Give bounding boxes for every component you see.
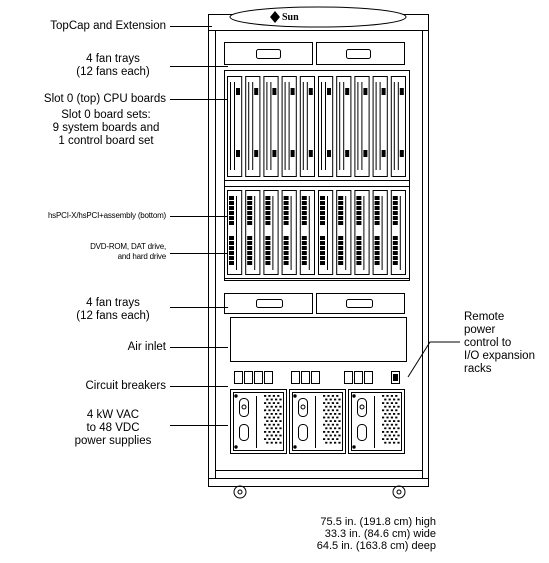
io-board: [281, 190, 297, 275]
air-inlet-panel: [230, 317, 407, 362]
dimensions-label: 75.5 in. (191.8 cm) high 33.3 in. (84.6 …: [316, 516, 436, 552]
caster-left: [233, 485, 247, 499]
top-fan-tray-right: [316, 42, 405, 65]
io-board: [263, 190, 279, 275]
cpu-board-bay: [224, 70, 410, 281]
cpu-board: [354, 76, 370, 177]
io-board: [336, 190, 352, 275]
topcap-oval: [229, 6, 407, 28]
breaker-switch: [244, 371, 253, 384]
svg-text:Sun: Sun: [282, 12, 299, 23]
caster-right: [392, 485, 406, 499]
breaker-switch: [254, 371, 263, 384]
breaker-switch: [301, 371, 310, 384]
breaker-switch: [291, 371, 300, 384]
circuit-breakers-label: Circuit breakers: [85, 380, 166, 392]
breaker-switch: [311, 371, 320, 384]
top-fan-trays-label: 4 fan trays (12 fans each): [76, 53, 150, 78]
remote-power-switch: [391, 371, 400, 384]
top-fan-tray-left: [224, 42, 313, 65]
cpu-board: [245, 76, 261, 177]
io-board: [318, 190, 334, 275]
power-supplies-label: 4 kW VAC to 48 VDC power supplies: [74, 409, 152, 447]
sun-logo-icon: Sun: [270, 11, 299, 23]
breaker-switch: [234, 371, 243, 384]
bottom-fan-tray-right: [316, 293, 405, 314]
cpu-boards-group: [227, 76, 406, 275]
cpu-board: [281, 76, 297, 177]
breaker-switch: [364, 371, 373, 384]
remote-power-label: Remote power control to I/O expansion ra…: [464, 311, 535, 375]
io-board: [227, 190, 243, 275]
topcap-label: TopCap and Extension: [50, 20, 166, 32]
callout-lines: [170, 26, 460, 426]
power-supply-unit: [348, 389, 405, 454]
cpu-board: [318, 76, 334, 177]
cpu-board: [263, 76, 279, 177]
slot0-cpu-label: Slot 0 (top) CPU boards: [43, 93, 166, 105]
cpu-board: [227, 76, 243, 177]
air-inlet-label: Air inlet: [127, 341, 166, 353]
drives-label: DVD-ROM, DAT drive, and hard drive: [90, 242, 166, 261]
power-supply-unit: [289, 389, 346, 454]
breaker-switch: [264, 371, 273, 384]
cpu-board: [372, 76, 388, 177]
cpu-board: [390, 76, 406, 177]
breaker-switch: [354, 371, 363, 384]
io-board: [390, 190, 406, 275]
io-board: [299, 190, 315, 275]
circuit-breaker-row: [234, 371, 373, 384]
io-board: [372, 190, 388, 275]
power-supply-group: [230, 389, 405, 454]
power-supply-unit: [230, 389, 287, 454]
io-board: [354, 190, 370, 275]
bottom-fan-tray-left: [224, 293, 313, 314]
hspci-assembly-label: hsPCI-X/hsPCI+assembly (bottom): [47, 211, 166, 220]
cpu-board: [336, 76, 352, 177]
slot0-board-sets-label: Slot 0 board sets: 9 system boards and 1…: [52, 109, 160, 147]
io-board: [245, 190, 261, 275]
bottom-fan-trays-label: 4 fan trays (12 fans each): [76, 297, 150, 322]
cpu-board: [299, 76, 315, 177]
breaker-switch: [344, 371, 353, 384]
